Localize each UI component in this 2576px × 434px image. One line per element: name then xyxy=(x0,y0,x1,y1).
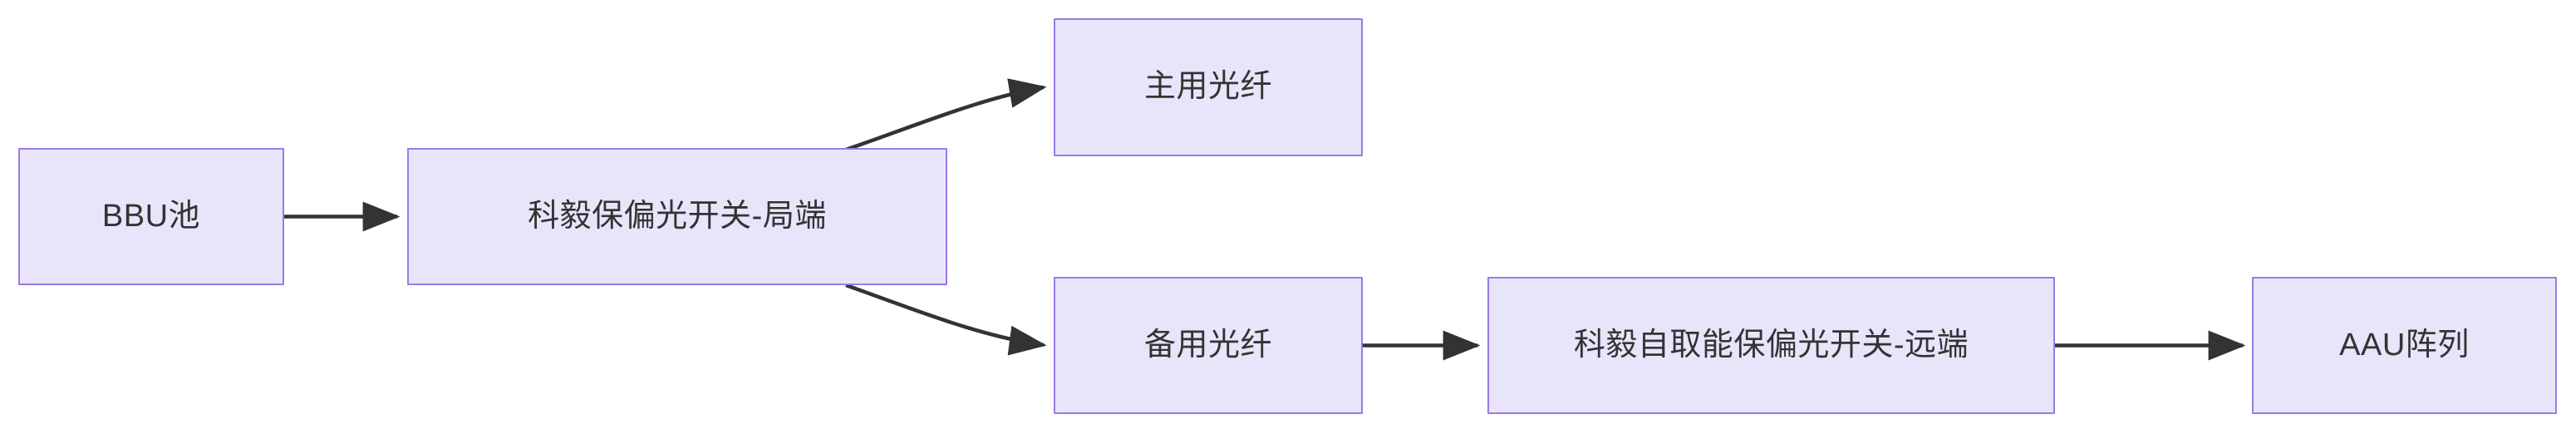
node-backup-fiber[interactable]: 备用光纤 xyxy=(1054,277,1363,414)
node-aau-array-label: AAU阵列 xyxy=(2339,327,2470,362)
node-bbu-pool[interactable]: BBU池 xyxy=(18,148,284,285)
node-ky-self-power-pm-switch-remote[interactable]: 科毅自取能保偏光开关-远端 xyxy=(1487,277,2055,414)
node-primary-fiber[interactable]: 主用光纤 xyxy=(1054,18,1363,156)
node-bbu-pool-label: BBU池 xyxy=(101,198,201,234)
node-ky-pm-switch-local[interactable]: 科毅保偏光开关-局端 xyxy=(407,148,947,285)
node-aau-array[interactable]: AAU阵列 xyxy=(2252,277,2557,414)
node-ky-self-power-pm-switch-remote-label: 科毅自取能保偏光开关-远端 xyxy=(1573,327,1969,362)
node-primary-fiber-label: 主用光纤 xyxy=(1143,69,1272,105)
node-ky-pm-switch-local-label: 科毅保偏光开关-局端 xyxy=(528,198,827,234)
edge-ky-pm-switch-local-to-primary-fiber xyxy=(845,78,1047,152)
edge-ky-pm-switch-local-to-backup-fiber xyxy=(845,283,1047,356)
node-backup-fiber-label: 备用光纤 xyxy=(1143,327,1272,362)
